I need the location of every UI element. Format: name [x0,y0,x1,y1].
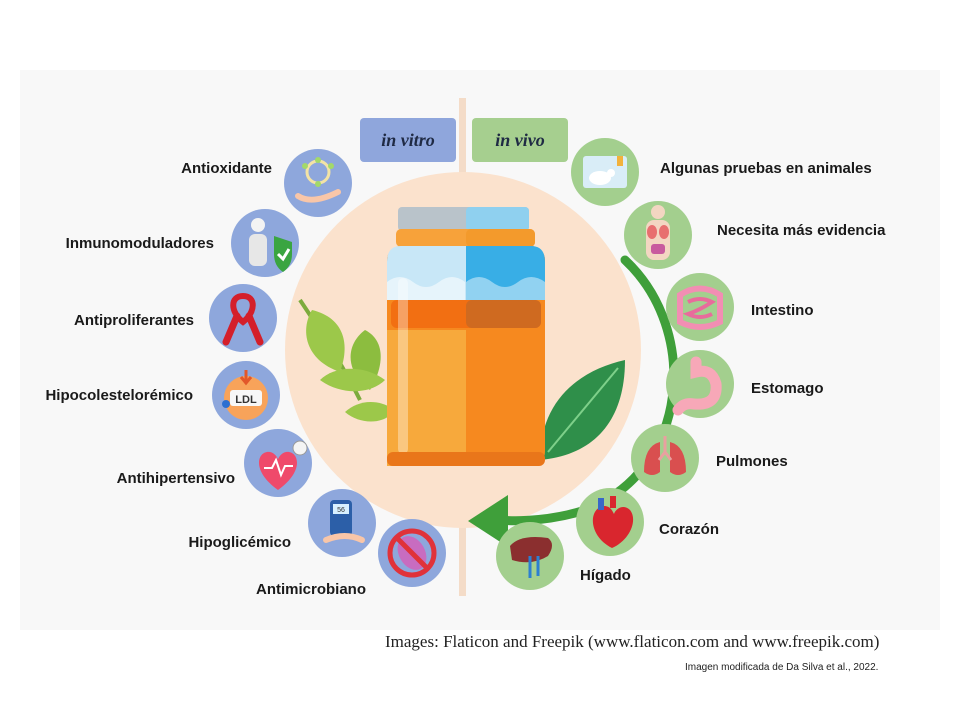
in-vivo-circle-2 [624,201,692,269]
liver-icon [510,537,552,578]
svg-text:LDL: LDL [235,394,257,406]
svg-text:56: 56 [337,507,345,514]
intestine-icon [677,285,723,330]
label-intestino: Intestino [751,302,814,319]
glucometer-icon: 56 [323,500,365,543]
leaf-branch-left [298,298,395,422]
heart-organ-icon [592,496,634,548]
in-vivo-circle-4 [666,350,734,418]
heart-pressure-gauge-icon [259,440,308,490]
label-pulmones: Pulmones [716,453,788,470]
human-organs-body-icon [646,205,670,260]
stomach-icon [672,356,722,416]
label-antioxidante: Antioxidante [181,160,272,177]
in-vitro-tag: in vitro [360,118,456,162]
label-antimicrobiano: Antimicrobiano [255,581,366,598]
label-hipocolesterolemico: Hipocolestelorémico [45,387,193,404]
in-vivo-circle-1 [571,138,639,206]
ldl-cholesterol-icon: LDL [222,370,268,420]
label-inmunomoduladores: Inmunomoduladores [65,235,214,252]
in-vivo-arrow [468,255,679,547]
in-vitro-circle-5 [244,429,312,497]
image-credits: Images: Flaticon and Freepik (www.flatic… [385,632,880,651]
in-vitro-circle-1 [284,149,352,217]
in-vivo-circle-7 [496,522,564,590]
in-vitro-circle-2 [231,209,299,277]
immune-person-shield-icon [249,218,292,272]
no-bacteria-icon [387,528,437,578]
label-mas-evidencia: Necesita más evidencia [717,222,886,239]
label-antihipertensivo: Antihipertensivo [116,470,235,487]
in-vitro-circle-6: 56 [308,489,376,557]
cancer-ribbon-icon [222,292,264,346]
lungs-icon [644,436,686,475]
in-vivo-tag: in vivo [472,118,568,162]
lab-animal-icon [583,156,627,188]
leaf-right [540,360,625,460]
in-vitro-circle-7 [378,519,446,587]
in-vivo-circle-6 [576,488,644,556]
label-hipoglicemico: Hipoglicémico [188,534,291,551]
modified-source-note: Imagen modificada de Da Silva et al., 20… [685,662,879,673]
label-antiproliferantes: Antiproliferantes [73,312,194,329]
antioxidant-molecule-hand-icon [295,157,341,203]
in-vitro-circle-4: LDL [212,361,280,429]
honey-jar [387,207,545,466]
label-higado: Hígado [580,567,631,584]
label-corazon: Corazón [659,521,719,538]
label-estomago: Estomago [751,380,824,397]
in-vivo-circle-3 [666,273,734,341]
in-vivo-circle-5 [631,424,699,492]
label-pruebas-animales: Algunas pruebas en animales [660,160,872,177]
in-vitro-circle-3 [209,284,277,352]
